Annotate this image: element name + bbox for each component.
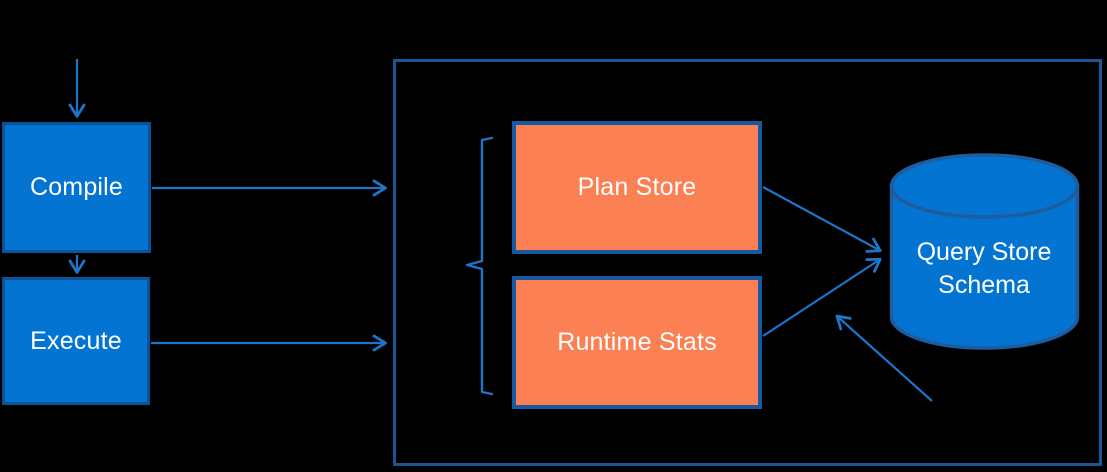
- query-store-schema-label: Query Store Schema: [916, 238, 1052, 299]
- plan-store-label: Plan Store: [577, 173, 697, 201]
- compile-node: Compile: [2, 122, 151, 253]
- plan-store-node: Plan Store: [512, 121, 762, 254]
- execute-node: Execute: [2, 277, 150, 405]
- compile-label: Compile: [29, 173, 124, 201]
- query-store-container-box: [393, 59, 1102, 466]
- runtime-stats-node: Runtime Stats: [512, 276, 762, 409]
- execute-label: Execute: [30, 326, 122, 355]
- runtime-stats-label: Runtime Stats: [557, 328, 717, 356]
